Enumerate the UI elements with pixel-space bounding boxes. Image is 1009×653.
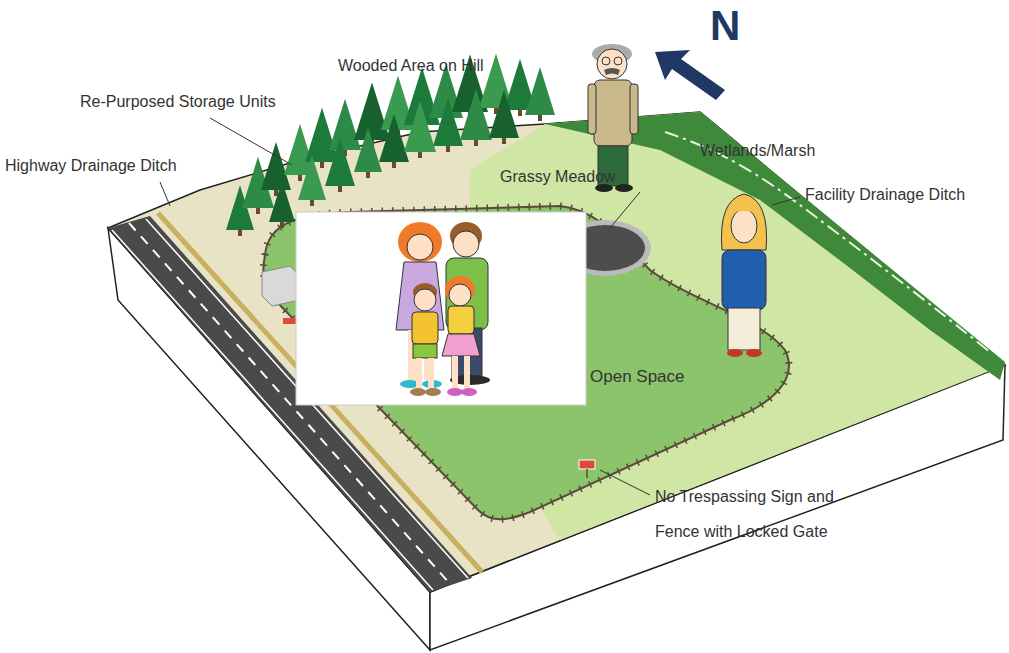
label-position: N [710,2,740,50]
site-label: Open Space [590,367,685,387]
family-figure [296,212,586,405]
tree [329,99,361,156]
leader-line [160,182,170,206]
site-label: No Trespassing Sign and Fence with Locke… [655,479,870,549]
leader-line [772,197,800,205]
label-position: Facility Drainage Ditch [805,186,965,204]
site-label: Wooded Area on Hill [338,57,484,75]
woman-figure [721,194,766,357]
sign-post [586,469,588,478]
label-position: Re-Purposed Storage Units [80,93,276,111]
wooded-area [226,54,555,236]
tree [354,127,382,178]
tree [298,155,326,206]
storage-unit [262,266,300,306]
tree [433,98,463,152]
open-space-fence [263,206,789,519]
label-position: Grassy Meadow [500,168,616,186]
fence-posts [263,206,789,519]
site-label: Highway Drainage Ditch [5,157,177,175]
tree [460,89,492,146]
tree [325,138,355,192]
label-position: Highway Drainage Ditch [5,157,177,175]
site-label: Grassy Meadow [500,168,616,186]
tree [269,180,295,228]
north-arrow [655,50,725,100]
label-position: Wetlands/Marsh [700,142,815,160]
site-label: Re-Purposed Storage Units [80,93,276,111]
leader-line [210,118,292,165]
no-trespassing-sign [579,460,595,469]
tree [404,101,436,158]
site-label: Facility Drainage Ditch [805,186,965,204]
north-label: N [710,2,740,50]
tree [379,114,409,168]
gate-sign [283,318,297,324]
tree [489,90,519,144]
ground-surface [108,112,1005,592]
tree [525,67,555,121]
label-position: No Trespassing Sign and Fence with Locke… [655,479,870,549]
label-position: Wooded Area on Hill [338,57,484,75]
leader-line [600,470,650,495]
label-position: Open Space [590,367,685,387]
tree [354,82,390,146]
leader-line [610,192,640,228]
site-label: Wetlands/Marsh [700,142,815,160]
